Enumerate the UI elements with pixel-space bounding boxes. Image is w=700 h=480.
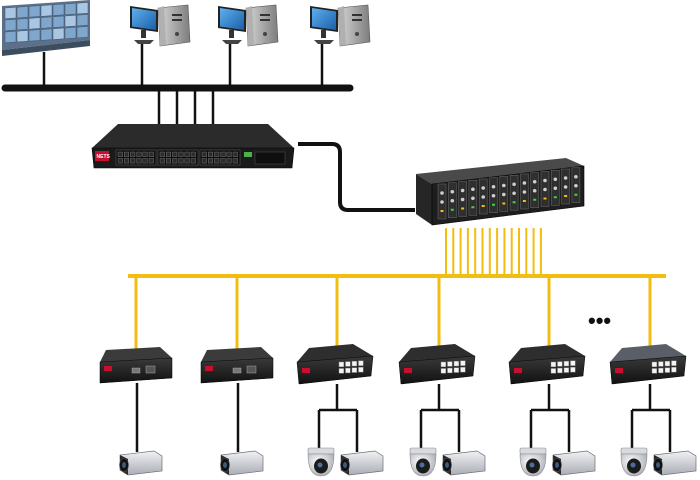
computer-icon xyxy=(217,4,279,47)
fiber-switch-icon xyxy=(609,344,687,385)
dome-camera-icon xyxy=(519,447,547,477)
lan-bus xyxy=(1,44,354,124)
computer-icon xyxy=(129,4,191,47)
dome-camera-icon xyxy=(409,447,437,477)
edge-node xyxy=(99,347,173,476)
edge-node xyxy=(296,344,384,477)
fiber-switch-icon xyxy=(398,344,476,385)
box-camera-icon xyxy=(653,450,697,476)
box-camera-icon xyxy=(340,450,384,476)
dome-camera-icon xyxy=(307,447,335,477)
single-port-converter-icon xyxy=(200,347,274,384)
box-camera-icon xyxy=(220,450,264,476)
fiber-legs xyxy=(134,276,652,350)
box-camera-icon xyxy=(442,450,486,476)
box-camera-icon xyxy=(552,450,596,476)
more-devices-ellipsis: ••• xyxy=(588,308,611,333)
single-port-converter-icon xyxy=(99,347,173,384)
switch-icon: NETS xyxy=(91,124,295,169)
edge-node xyxy=(200,347,274,476)
fiber-switch-icon xyxy=(508,344,586,385)
uplink-cable xyxy=(298,142,415,212)
converter-rack-icon xyxy=(416,158,585,226)
edge-node xyxy=(508,344,596,477)
brand-label: NETS xyxy=(97,154,111,160)
box-camera-icon xyxy=(119,450,163,476)
edge-node xyxy=(398,344,486,477)
fiber-switch-icon xyxy=(296,344,374,385)
video-wall-icon xyxy=(2,0,90,56)
edge-node xyxy=(609,344,697,477)
fiber-bundle xyxy=(445,228,542,276)
dome-camera-icon xyxy=(620,447,648,477)
computer-icon xyxy=(309,4,371,47)
